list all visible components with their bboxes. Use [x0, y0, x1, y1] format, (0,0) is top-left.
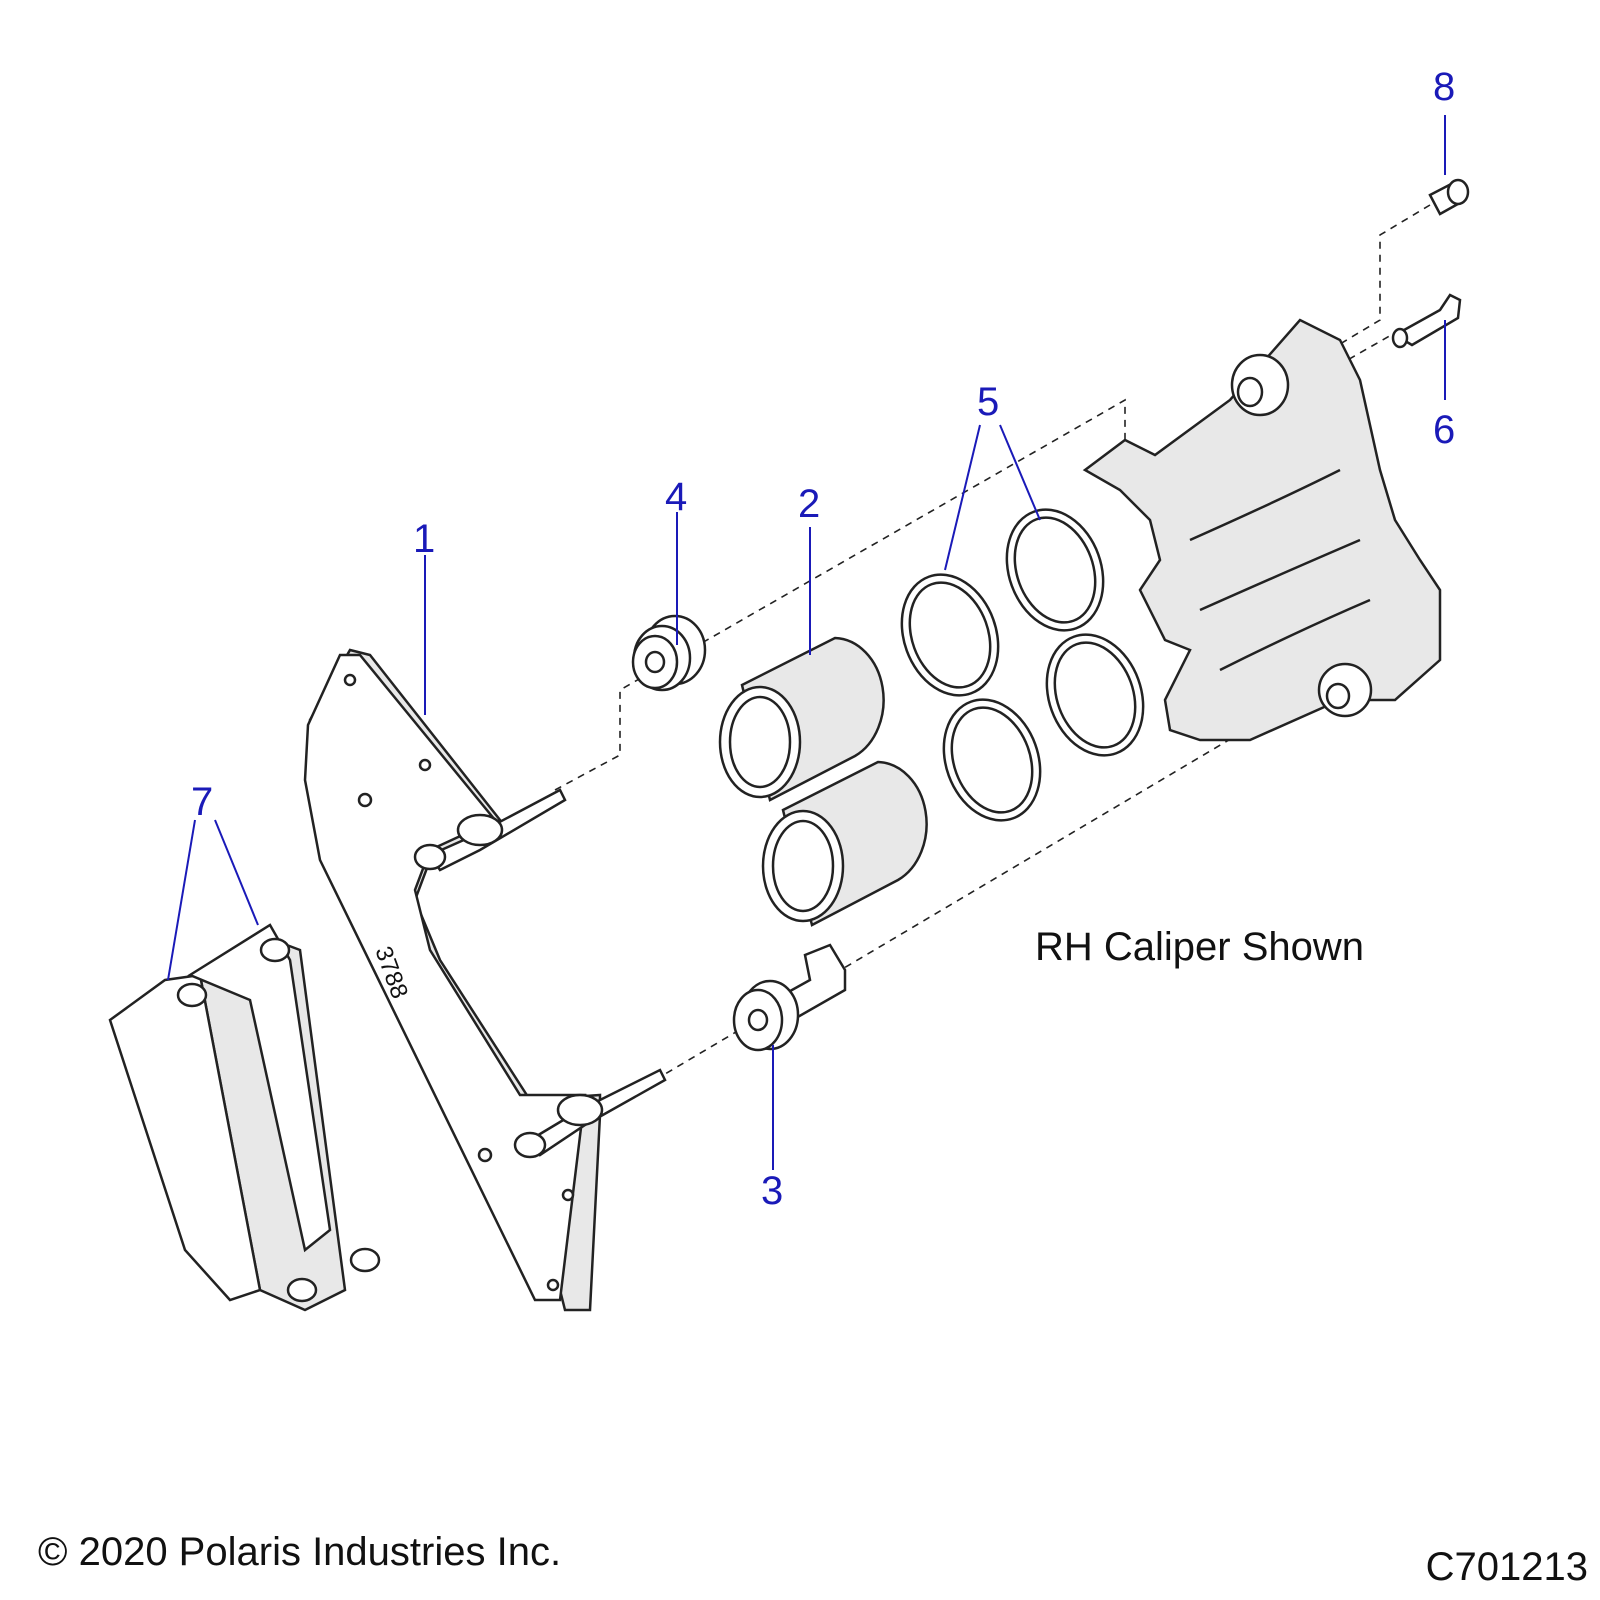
copyright-notice: © 2020 Polaris Industries Inc.	[38, 1530, 561, 1574]
caliper-housing[interactable]	[1082, 318, 1442, 742]
view-caption: RH Caliper Shown	[1035, 925, 1364, 969]
drawing-id: C701213	[1426, 1545, 1588, 1589]
callout-1: 1	[413, 517, 435, 561]
callout-6: 6	[1433, 408, 1455, 452]
callout-numbers: 1 2 3 4 5 6 7 8	[191, 65, 1455, 1213]
callout-leaders	[167, 115, 1446, 1170]
brake-pads[interactable]	[108, 923, 381, 1312]
callout-2: 2	[798, 482, 820, 526]
bleeder-cap[interactable]	[1428, 178, 1470, 216]
callout-7: 7	[191, 780, 213, 824]
caliper-pistons[interactable]	[718, 636, 928, 927]
caliper-bracket[interactable]: 3788	[303, 648, 667, 1312]
lower-pin-and-boot[interactable]	[732, 943, 847, 1052]
bleeder-valve[interactable]	[1391, 293, 1462, 349]
piston-seals[interactable]	[886, 496, 1160, 834]
callout-5: 5	[977, 380, 999, 424]
callout-3: 3	[761, 1169, 783, 1213]
upper-pin-boot[interactable]	[631, 614, 707, 692]
callout-8: 8	[1433, 65, 1455, 109]
callout-4: 4	[665, 475, 687, 519]
